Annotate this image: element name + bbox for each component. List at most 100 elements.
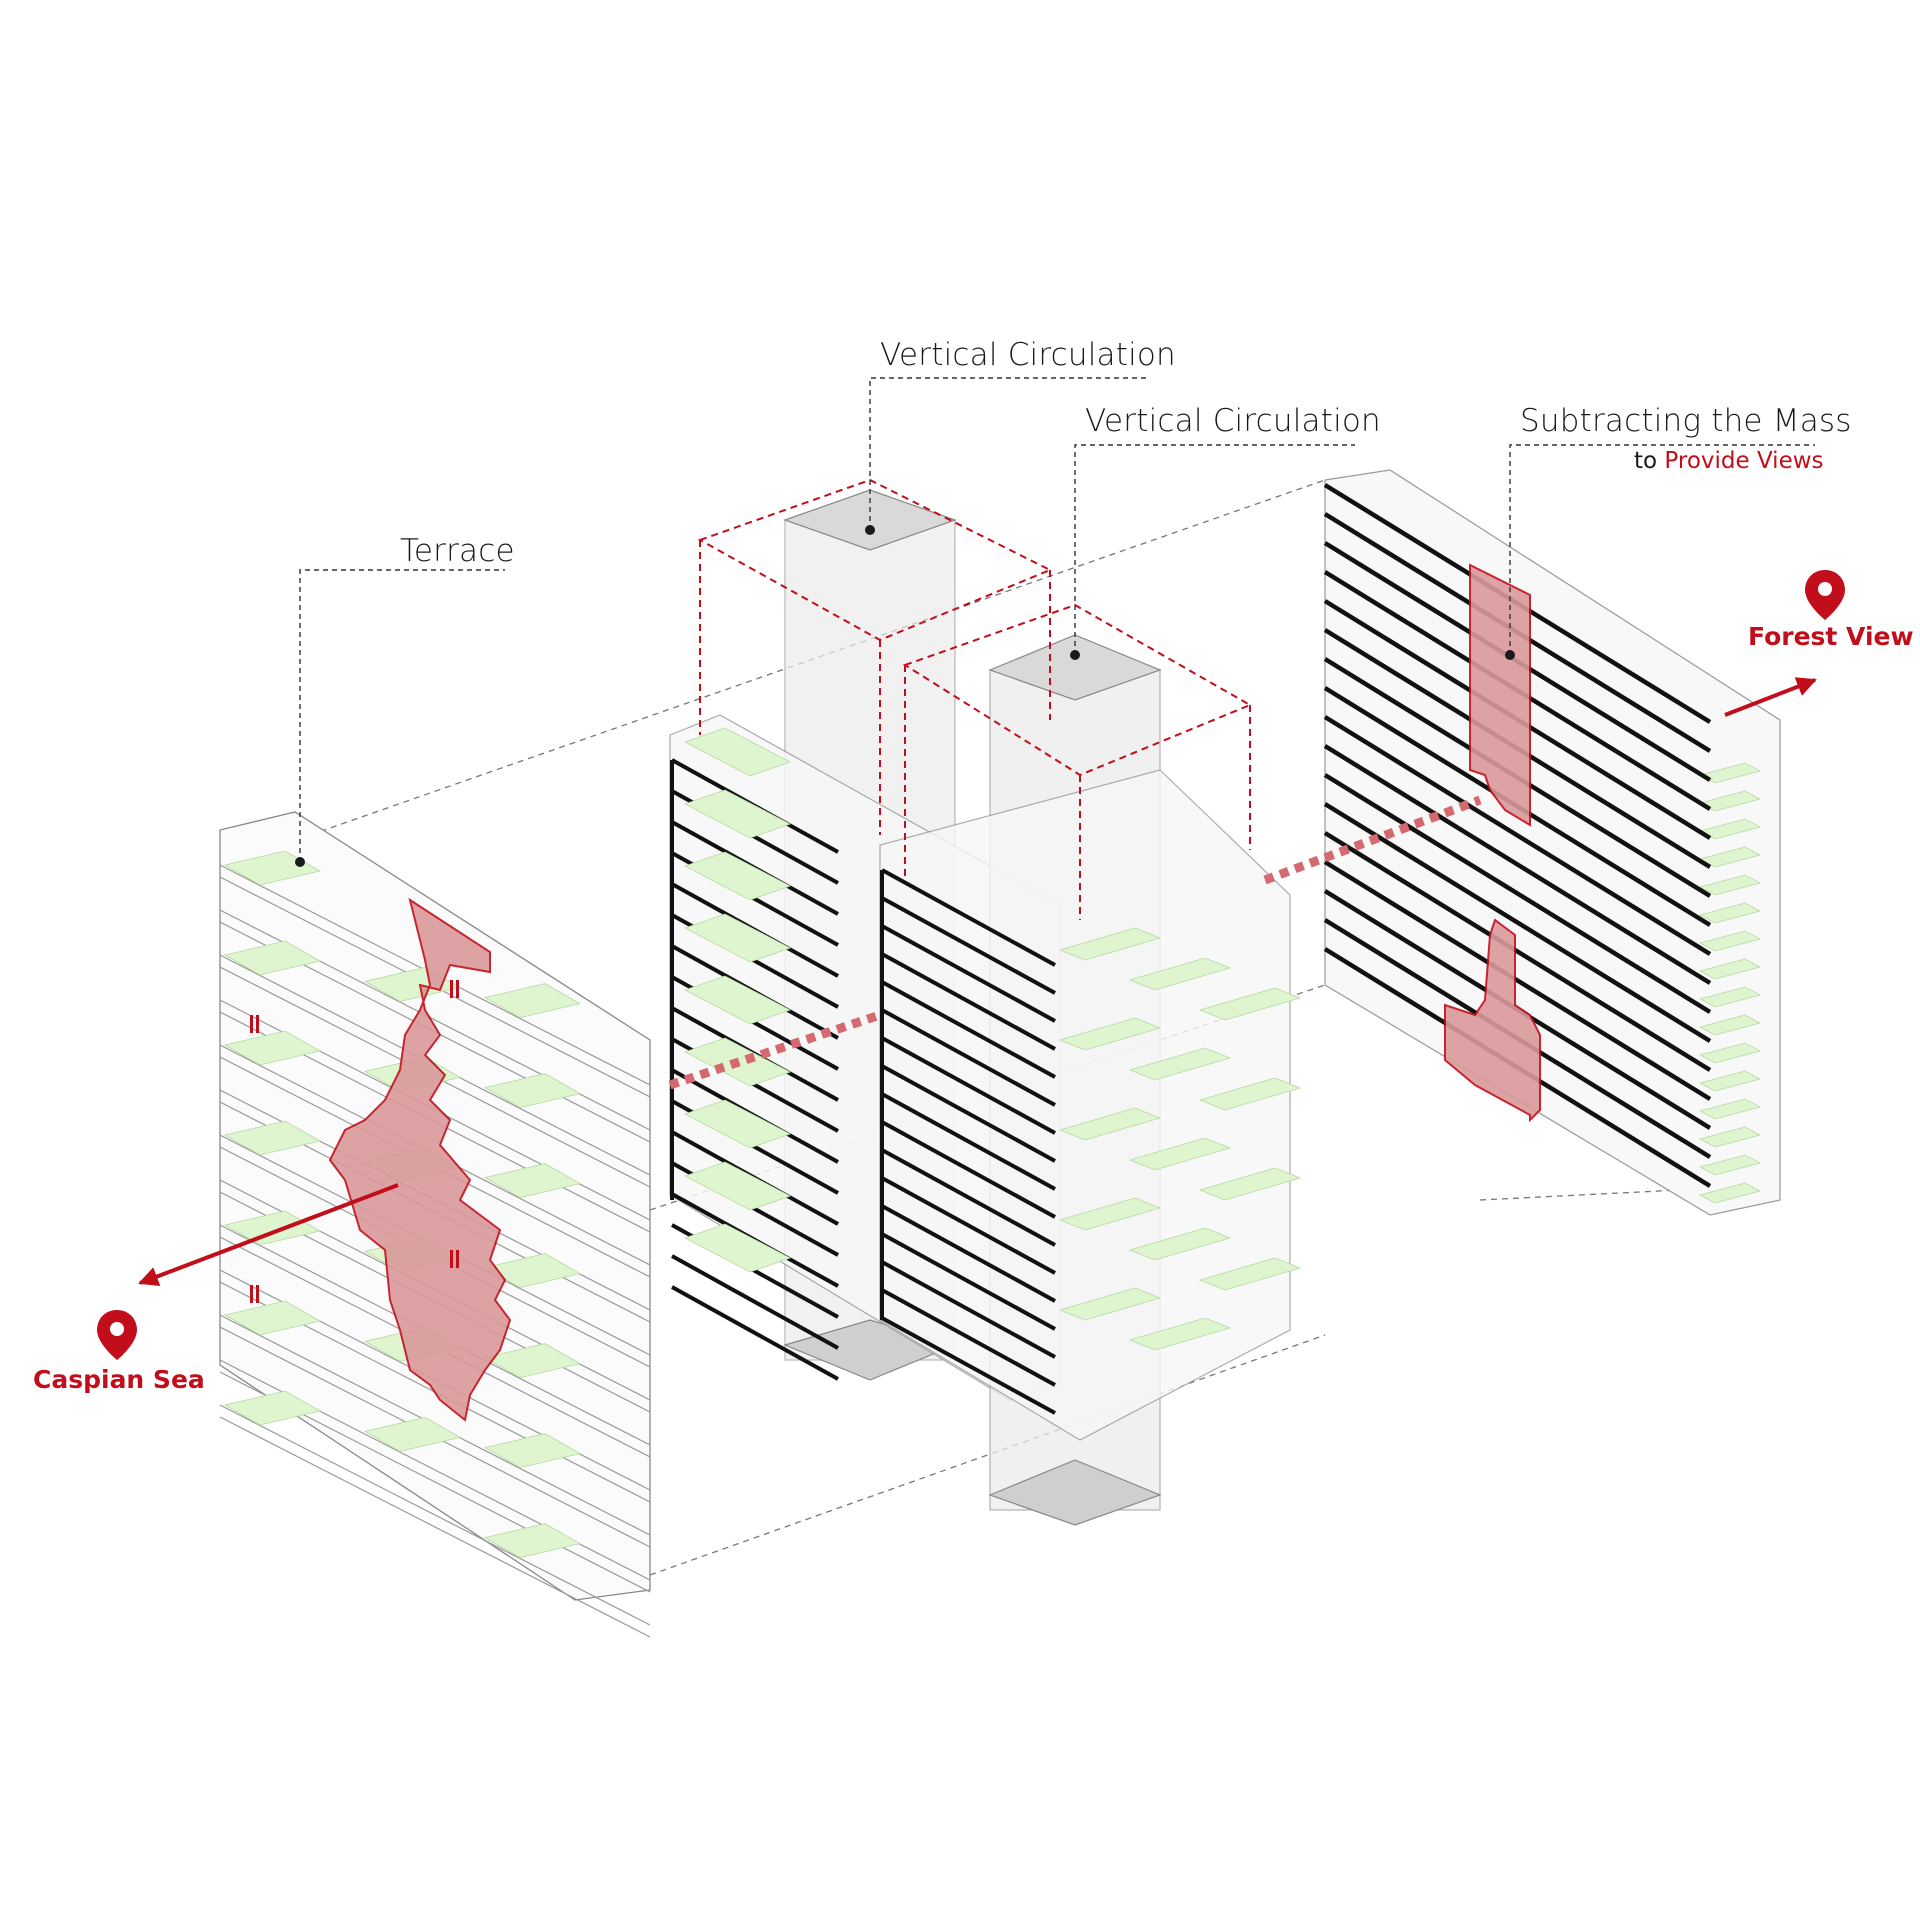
terrace-slab [1698, 930, 1762, 952]
balcony-edge [1323, 744, 1712, 985]
caspian-sea-label: Caspian Sea [33, 1365, 205, 1394]
right-void-lower [1444, 918, 1541, 1123]
terrace-slab [1698, 1126, 1762, 1148]
terrace-slab [683, 789, 792, 839]
terrace-slab [363, 1416, 462, 1452]
terrace-slab [223, 1030, 322, 1066]
person-figure [250, 1285, 253, 1303]
forest-location-pin-icon [1805, 570, 1845, 620]
floor-line [219, 1404, 651, 1626]
caspian-location-pin-icon [97, 1310, 137, 1360]
terrace-slab [223, 940, 322, 976]
balcony-edge [881, 1288, 1056, 1387]
terrace-slab [483, 1163, 582, 1199]
terrace-slab [1128, 957, 1232, 991]
terrace-slab [683, 975, 792, 1025]
balcony-edge [671, 1254, 839, 1350]
balcony-edge [881, 1008, 1056, 1107]
terrace-slab [1058, 1107, 1162, 1141]
provide-views-sublabel: to Provide Views [1634, 448, 1824, 474]
terrace-slab [1198, 987, 1302, 1021]
terrace-slab [483, 1433, 582, 1469]
terrace-slab [483, 1343, 582, 1379]
balcony-edge [881, 1204, 1056, 1303]
person-figure [450, 980, 453, 998]
terrace-slab [1698, 1042, 1762, 1064]
balcony-edge [881, 1316, 1056, 1415]
terrace-slab [1128, 1317, 1232, 1351]
terrace-slab [483, 1523, 582, 1559]
forest-arrow-icon [1724, 677, 1817, 717]
balcony-edge [881, 868, 1056, 967]
person-figure [256, 1015, 259, 1033]
terrace-slab [1698, 1154, 1762, 1176]
terrace-slab [223, 1120, 322, 1156]
terrace-slab [1128, 1137, 1232, 1171]
terrace-slab [1058, 1017, 1162, 1051]
balcony-edge [881, 980, 1056, 1079]
balcony-edge [881, 1064, 1056, 1163]
terrace-slab [483, 1253, 582, 1289]
middle-right-building-slab [879, 634, 1302, 1526]
balcony-edge [881, 1260, 1056, 1359]
balcony-edge [1323, 860, 1712, 1101]
balcony-edge [671, 1285, 839, 1381]
balcony-edge [881, 924, 1056, 1023]
balcony-edge [881, 896, 1056, 995]
terrace-slab [1058, 1287, 1162, 1321]
vertical-circulation-label-2: Vertical Circulation [1085, 403, 1381, 439]
leader-dots [295, 525, 1515, 867]
core-extension-outlines [697, 478, 1253, 920]
right-void-upper [1469, 563, 1531, 827]
terrace-slab [1698, 902, 1762, 924]
terrace-slab [683, 1161, 792, 1211]
view-axis-segment [1263, 795, 1482, 885]
terrace-slab [683, 851, 792, 901]
terrace-slab [1698, 1014, 1762, 1036]
terrace-slab [1698, 846, 1762, 868]
terrace-slab [483, 983, 582, 1019]
balcony-edge [881, 1120, 1056, 1219]
vertical-circulation-label-1: Vertical Circulation [880, 337, 1176, 373]
forest-view-label: Forest View [1748, 622, 1914, 651]
terrace-slab [1198, 1257, 1302, 1291]
sublabel-provide-views: Provide Views [1664, 448, 1824, 474]
balcony-edge [881, 1036, 1056, 1135]
person-figure [450, 1250, 453, 1268]
balcony-edge [1323, 715, 1712, 956]
terrace-slab [483, 1073, 582, 1109]
terrace-slab [683, 727, 792, 777]
balcony-edge [1323, 802, 1712, 1043]
terrace-label: Terrace [400, 533, 515, 569]
floor-line [219, 1416, 651, 1638]
balcony-edge [881, 1148, 1056, 1247]
terrace-slab [1128, 1227, 1232, 1261]
terrace-slab [223, 1390, 322, 1426]
terrace-slab [223, 1210, 322, 1246]
person-figure [456, 980, 459, 998]
person-figure [456, 1250, 459, 1268]
left-void-cutout [328, 897, 512, 1422]
person-figure [250, 1015, 253, 1033]
right-building-slab [1323, 469, 1781, 1216]
terrace-slab [1198, 1167, 1302, 1201]
terrace-slab [1698, 1070, 1762, 1092]
terrace-slab [1058, 927, 1162, 961]
terrace-slab [1698, 986, 1762, 1008]
terrace-slab [1698, 1182, 1762, 1204]
balcony-edge [881, 1232, 1056, 1331]
balcony-edge [881, 1176, 1056, 1275]
terrace-slab [1698, 1098, 1762, 1120]
subtracting-mass-label: Subtracting the Mass [1520, 403, 1852, 439]
terrace-slab [683, 1223, 792, 1273]
terrace-slab [683, 913, 792, 963]
sublabel-to: to [1634, 448, 1658, 474]
person-figure [256, 1285, 259, 1303]
balcony-edge [1323, 831, 1712, 1072]
left-building-slab [219, 811, 651, 1638]
view-axis-segment [668, 1010, 882, 1090]
balcony-edge [881, 1092, 1056, 1191]
terrace-slab [683, 1099, 792, 1149]
terrace-slab [1698, 958, 1762, 980]
